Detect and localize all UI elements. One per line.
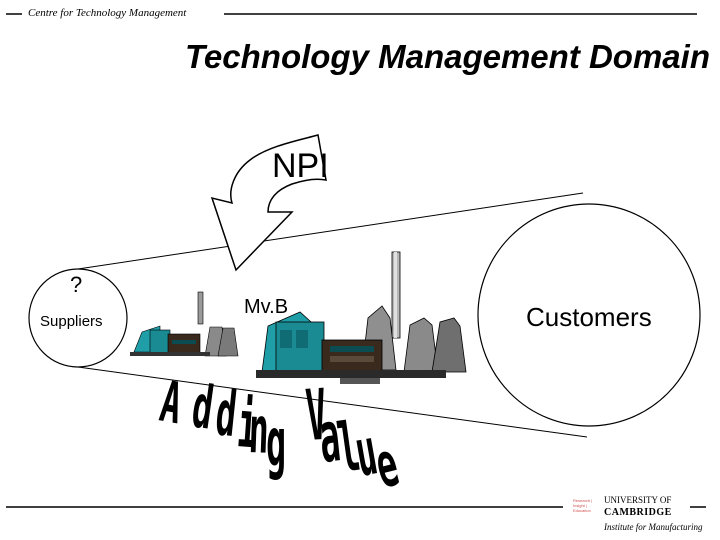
adding-value-letter: g <box>266 404 286 483</box>
mvb-label: Mv.B <box>244 296 289 318</box>
customers-circle <box>477 203 701 427</box>
npi-curved-arrow <box>210 134 327 272</box>
funnel-top-line <box>77 192 584 270</box>
large-factory-icon <box>256 251 467 384</box>
university-crest-logo: Research | Insight | Education <box>573 498 593 513</box>
supplier-question-mark: ? <box>70 272 83 297</box>
suppliers-circle <box>28 268 128 368</box>
small-factory-icon <box>130 291 239 357</box>
funnel-bottom-line <box>77 366 588 438</box>
page-title: Technology Management Domain <box>184 38 710 75</box>
npi-label: NPI <box>272 147 329 185</box>
customers-label: Customers <box>526 302 652 332</box>
adding-value-letter: n <box>247 393 270 469</box>
cambridge-line: CAMBRIDGE <box>604 507 672 518</box>
header-rules <box>6 13 697 15</box>
university-of-line: UNIVERSITY OF <box>604 495 672 505</box>
footer-rules <box>6 506 706 508</box>
header-centre-name: Centre for Technology Management <box>28 7 187 19</box>
institute-line: Institute for Manufacturing <box>604 522 703 532</box>
suppliers-label: Suppliers <box>40 313 103 330</box>
